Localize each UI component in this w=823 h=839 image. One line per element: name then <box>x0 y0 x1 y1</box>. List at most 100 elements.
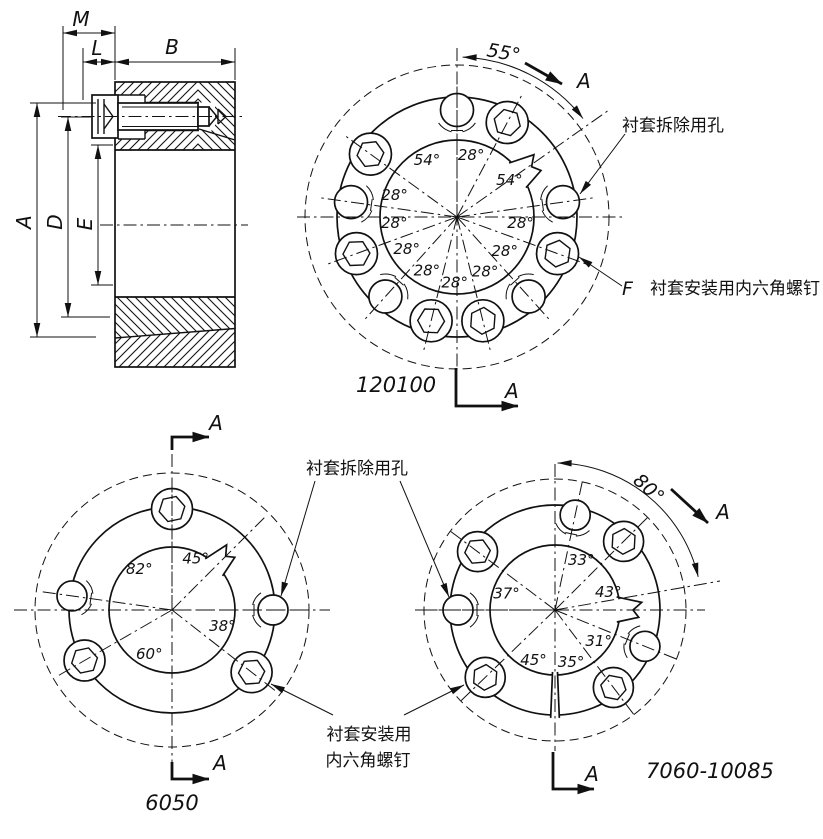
keyway-notch <box>508 153 543 189</box>
dimension-m: M <box>62 7 116 110</box>
angle-label: 28° <box>458 146 485 164</box>
leader-install-top <box>578 256 623 287</box>
hole-counterbore-arc <box>380 273 397 278</box>
radial-centerline <box>39 590 173 611</box>
ring-slit-edge <box>556 671 561 718</box>
hex-screw <box>485 100 530 145</box>
hole-tick <box>394 276 404 286</box>
section-view: M L B A D E <box>12 7 248 368</box>
hex-socket-icon <box>600 674 627 701</box>
arc-label-55: 55° <box>485 39 522 67</box>
section-letter: A <box>211 751 227 775</box>
arc-dim-80 <box>557 459 699 578</box>
radial-centerline <box>171 609 278 693</box>
hole-counterbore-arc <box>505 283 511 300</box>
hole-tick <box>370 198 373 211</box>
leader-install-bottom-right <box>403 684 465 716</box>
keyway-centerline <box>171 514 268 611</box>
section-arrow-120100-top <box>524 61 563 86</box>
hole-counterbore-arc <box>252 614 262 628</box>
dimension-e: E <box>73 144 113 286</box>
leader-removal-top <box>579 133 626 195</box>
ring-slit-edge <box>549 671 554 718</box>
hole-counterbore-arc <box>85 580 94 594</box>
section-arrow-7060-top <box>670 487 709 525</box>
annotation-install-line1: 衬套安装用 <box>327 725 412 745</box>
angle-label: 28° <box>381 214 408 232</box>
view-label-7060-10085: 7060-10085 <box>646 759 774 783</box>
radial-centerline <box>456 216 552 323</box>
angle-label: 35° <box>558 653 585 671</box>
annotations: 衬套拆除用孔 F 衬套安装用内六角螺钉 衬套拆除用孔 衬套安装用 内六角螺钉 <box>270 116 820 771</box>
hex-socket-icon <box>472 663 498 692</box>
annotation-install-line2: 内六角螺钉 <box>326 751 411 771</box>
hex-socket-icon <box>463 539 492 564</box>
hex-socket-icon <box>342 240 371 267</box>
section-letter: A <box>207 411 223 435</box>
angle-label: 28° <box>393 240 420 258</box>
dimension-l: L <box>82 36 115 100</box>
removal-hole <box>511 279 546 314</box>
section-elbow-6050-top <box>170 431 210 450</box>
leader-removal-bottom-left <box>280 480 316 597</box>
hole-counterbore-arc <box>540 185 548 200</box>
section-elbow-120100-bottom <box>454 368 519 412</box>
dimension-d: D <box>43 116 110 318</box>
arc-label-80: 80° <box>629 469 669 508</box>
angle-label: 31° <box>585 632 612 650</box>
dim-label-a: A <box>12 215 36 231</box>
removal-hole <box>368 279 403 314</box>
hole-counterbore-arc <box>462 122 476 133</box>
hole-tick <box>510 276 520 286</box>
angle-label: 60° <box>136 645 163 663</box>
leader-removal-bottom-right <box>399 480 450 598</box>
ring-view-120100: 54°28°54°28°28°28°28°28°28°28°28° <box>297 48 625 370</box>
view-label-120100: 120100 <box>356 373 436 397</box>
annotation-f-letter: F <box>622 278 634 300</box>
radial-centerline <box>554 609 677 660</box>
section-letter: A <box>714 500 730 524</box>
hole-counterbore-arc <box>403 283 409 300</box>
dimension-b: B <box>115 35 236 80</box>
hex-socket-icon <box>237 659 266 685</box>
section-letter: A <box>503 379 519 403</box>
keyway-notch <box>204 543 237 577</box>
angle-label: 43° <box>595 583 622 601</box>
section-letter: A <box>575 69 591 93</box>
hex-socket-icon <box>470 306 496 336</box>
hex-socket-icon <box>544 239 571 268</box>
hole-counterbore-arc <box>623 643 628 659</box>
radial-centerline <box>450 530 556 611</box>
radial-centerline <box>456 196 597 218</box>
section-ray-120100 <box>456 109 610 218</box>
radial-centerline <box>460 609 556 702</box>
hole-counterbore-arc <box>541 210 553 223</box>
section-letter: A <box>583 762 599 786</box>
angle-label: 28° <box>381 186 408 204</box>
dim-label-e: E <box>73 217 97 230</box>
angle-label: 82° <box>126 560 153 578</box>
section-elbow-6050-bottom <box>170 762 210 785</box>
annotation-install-screws-top: 衬套安装用内六角螺钉 <box>650 279 820 299</box>
hex-socket-icon <box>416 308 446 334</box>
angle-label: 38° <box>209 617 236 635</box>
view-label-6050: 6050 <box>145 791 198 815</box>
angle-label: 45° <box>520 651 547 669</box>
dimension-a: A <box>12 102 96 338</box>
ring-view-7060-10085: 33°43°31°35°45°37° <box>415 464 705 751</box>
hole-counterbore-arc <box>575 530 590 537</box>
radial-centerline <box>324 216 458 266</box>
arc-dim-55 <box>462 54 584 119</box>
hole-tick <box>541 198 544 211</box>
hole-counterbore-arc <box>469 592 479 606</box>
hole-counterbore-arc <box>366 185 374 200</box>
angle-label: 28° <box>491 242 518 260</box>
ring-view-6050: 45°82°38°60° <box>14 454 330 762</box>
dim-label-d: D <box>43 214 67 229</box>
radial-centerline <box>342 133 458 218</box>
dim-label-b: B <box>165 35 179 59</box>
hole-counterbore-arc <box>252 592 262 606</box>
radial-centerline <box>422 216 458 354</box>
section-ray-7060 <box>554 580 721 611</box>
